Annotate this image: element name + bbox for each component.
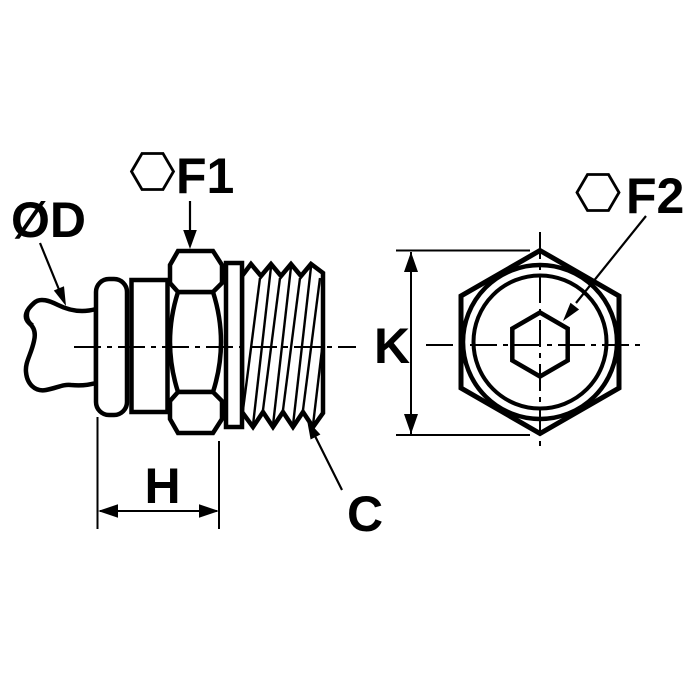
thread-line bbox=[261, 277, 282, 411]
label-h: H bbox=[144, 458, 180, 514]
thread-line bbox=[241, 277, 262, 411]
thread-line bbox=[281, 277, 302, 411]
label-f1: F1 bbox=[176, 148, 234, 204]
hexagon-icon-f2 bbox=[575, 173, 621, 212]
h-arrowhead-right bbox=[199, 504, 219, 518]
thread-line bbox=[271, 266, 293, 426]
f2-leader-line bbox=[575, 215, 647, 304]
c-arrowhead bbox=[307, 420, 321, 440]
k-arrowhead-top bbox=[404, 252, 418, 272]
annotations: ØD F1 H C K F2 bbox=[11, 148, 684, 542]
label-k: K bbox=[374, 318, 410, 374]
h-arrowhead-left bbox=[98, 504, 118, 518]
front-view bbox=[426, 232, 646, 452]
hex-nut-side bbox=[167, 248, 225, 436]
washer bbox=[223, 260, 245, 430]
label-c: C bbox=[347, 486, 383, 542]
f2-arrowhead bbox=[563, 302, 580, 321]
hex-nut-top-chamfer bbox=[167, 248, 225, 295]
hose-outline bbox=[23, 297, 99, 393]
label-outer-diameter: ØD bbox=[11, 192, 86, 248]
k-arrowhead-bottom bbox=[404, 414, 418, 434]
hose-fold-line bbox=[26, 303, 34, 327]
hexagon-icon-f1 bbox=[129, 152, 176, 191]
c-leader-line bbox=[312, 431, 343, 491]
f1-arrowhead bbox=[183, 230, 197, 249]
od-arrowhead bbox=[53, 286, 66, 306]
side-view bbox=[23, 248, 356, 436]
thread-line bbox=[311, 344, 324, 426]
hex-nut-bottom-chamfer bbox=[167, 389, 225, 436]
hex-nut-barrel bbox=[167, 289, 224, 395]
label-f2: F2 bbox=[626, 168, 684, 224]
thread-line bbox=[301, 277, 322, 411]
od-leader-line bbox=[38, 242, 62, 293]
